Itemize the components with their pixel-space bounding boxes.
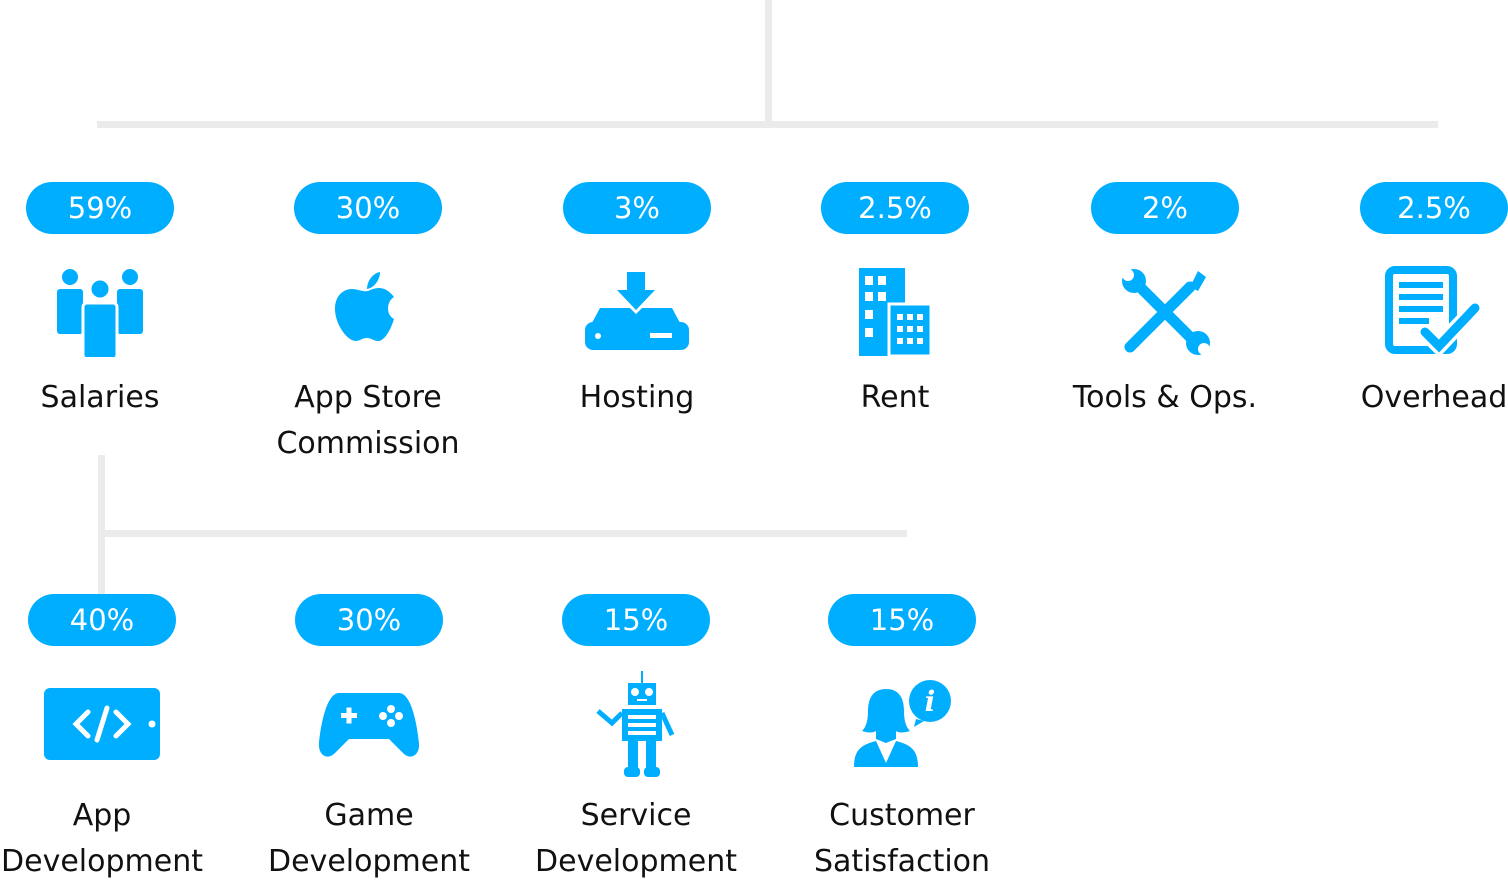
document-check-icon (1304, 264, 1508, 359)
node-label: Tools & Ops. (1035, 375, 1295, 421)
percent-badge: 2.5% (821, 182, 969, 234)
node-label: Overhead (1304, 375, 1508, 421)
node-hosting: 3% Hosting (507, 182, 767, 421)
support-agent-icon: i (772, 676, 1032, 771)
gamepad-icon (239, 676, 499, 771)
percent-badge: 2.5% (1360, 182, 1508, 234)
percent-badge: 30% (295, 594, 443, 646)
node-label-line: App (72, 798, 132, 833)
building-icon (765, 264, 1025, 359)
node-label-line: Tools & Ops. (1072, 380, 1258, 415)
node-label-line: Customer (829, 798, 975, 833)
node-label-line: Development (1, 844, 203, 879)
svg-text:i: i (925, 685, 936, 718)
node-label-line: App Store (294, 380, 442, 415)
node-label: Salaries (0, 375, 230, 421)
connector-root (765, 0, 772, 128)
node-label-line: Satisfaction (813, 844, 991, 879)
percent-badge: 2% (1091, 182, 1239, 234)
node-rent: 2.5% Rent (765, 182, 1025, 421)
node-label-line: Hosting (579, 380, 695, 415)
apple-icon (238, 264, 498, 359)
node-label-line: Rent (860, 380, 930, 415)
node-overhead: 2.5% Overhead (1304, 182, 1508, 421)
node-salaries: 59% Salaries (0, 182, 230, 421)
percent-badge: 15% (828, 594, 976, 646)
percent-badge: 3% (563, 182, 711, 234)
node-tools-ops: 2% Tools & Ops. (1035, 182, 1295, 421)
node-label-line: Development (535, 844, 737, 879)
people-icon (0, 264, 230, 359)
server-download-icon (507, 264, 767, 359)
node-label-line: Service (580, 798, 692, 833)
node-label: Hosting (507, 375, 767, 421)
code-icon (0, 676, 232, 771)
percent-badge: 59% (26, 182, 174, 234)
tools-icon (1035, 264, 1295, 359)
node-label: Rent (765, 375, 1025, 421)
node-label-line: Development (268, 844, 470, 879)
node-label-line: Salaries (40, 380, 160, 415)
node-label-line: Overhead (1360, 380, 1508, 415)
node-label-line: Commission (276, 426, 460, 461)
node-label-line: Game (324, 798, 414, 833)
percent-badge: 40% (28, 594, 176, 646)
percent-badge: 15% (562, 594, 710, 646)
connector-salaries-down (98, 455, 105, 595)
robot-icon (506, 670, 766, 777)
percent-badge: 30% (294, 182, 442, 234)
connector-bottom-bar (98, 530, 907, 537)
connector-top-bar (97, 121, 1438, 128)
